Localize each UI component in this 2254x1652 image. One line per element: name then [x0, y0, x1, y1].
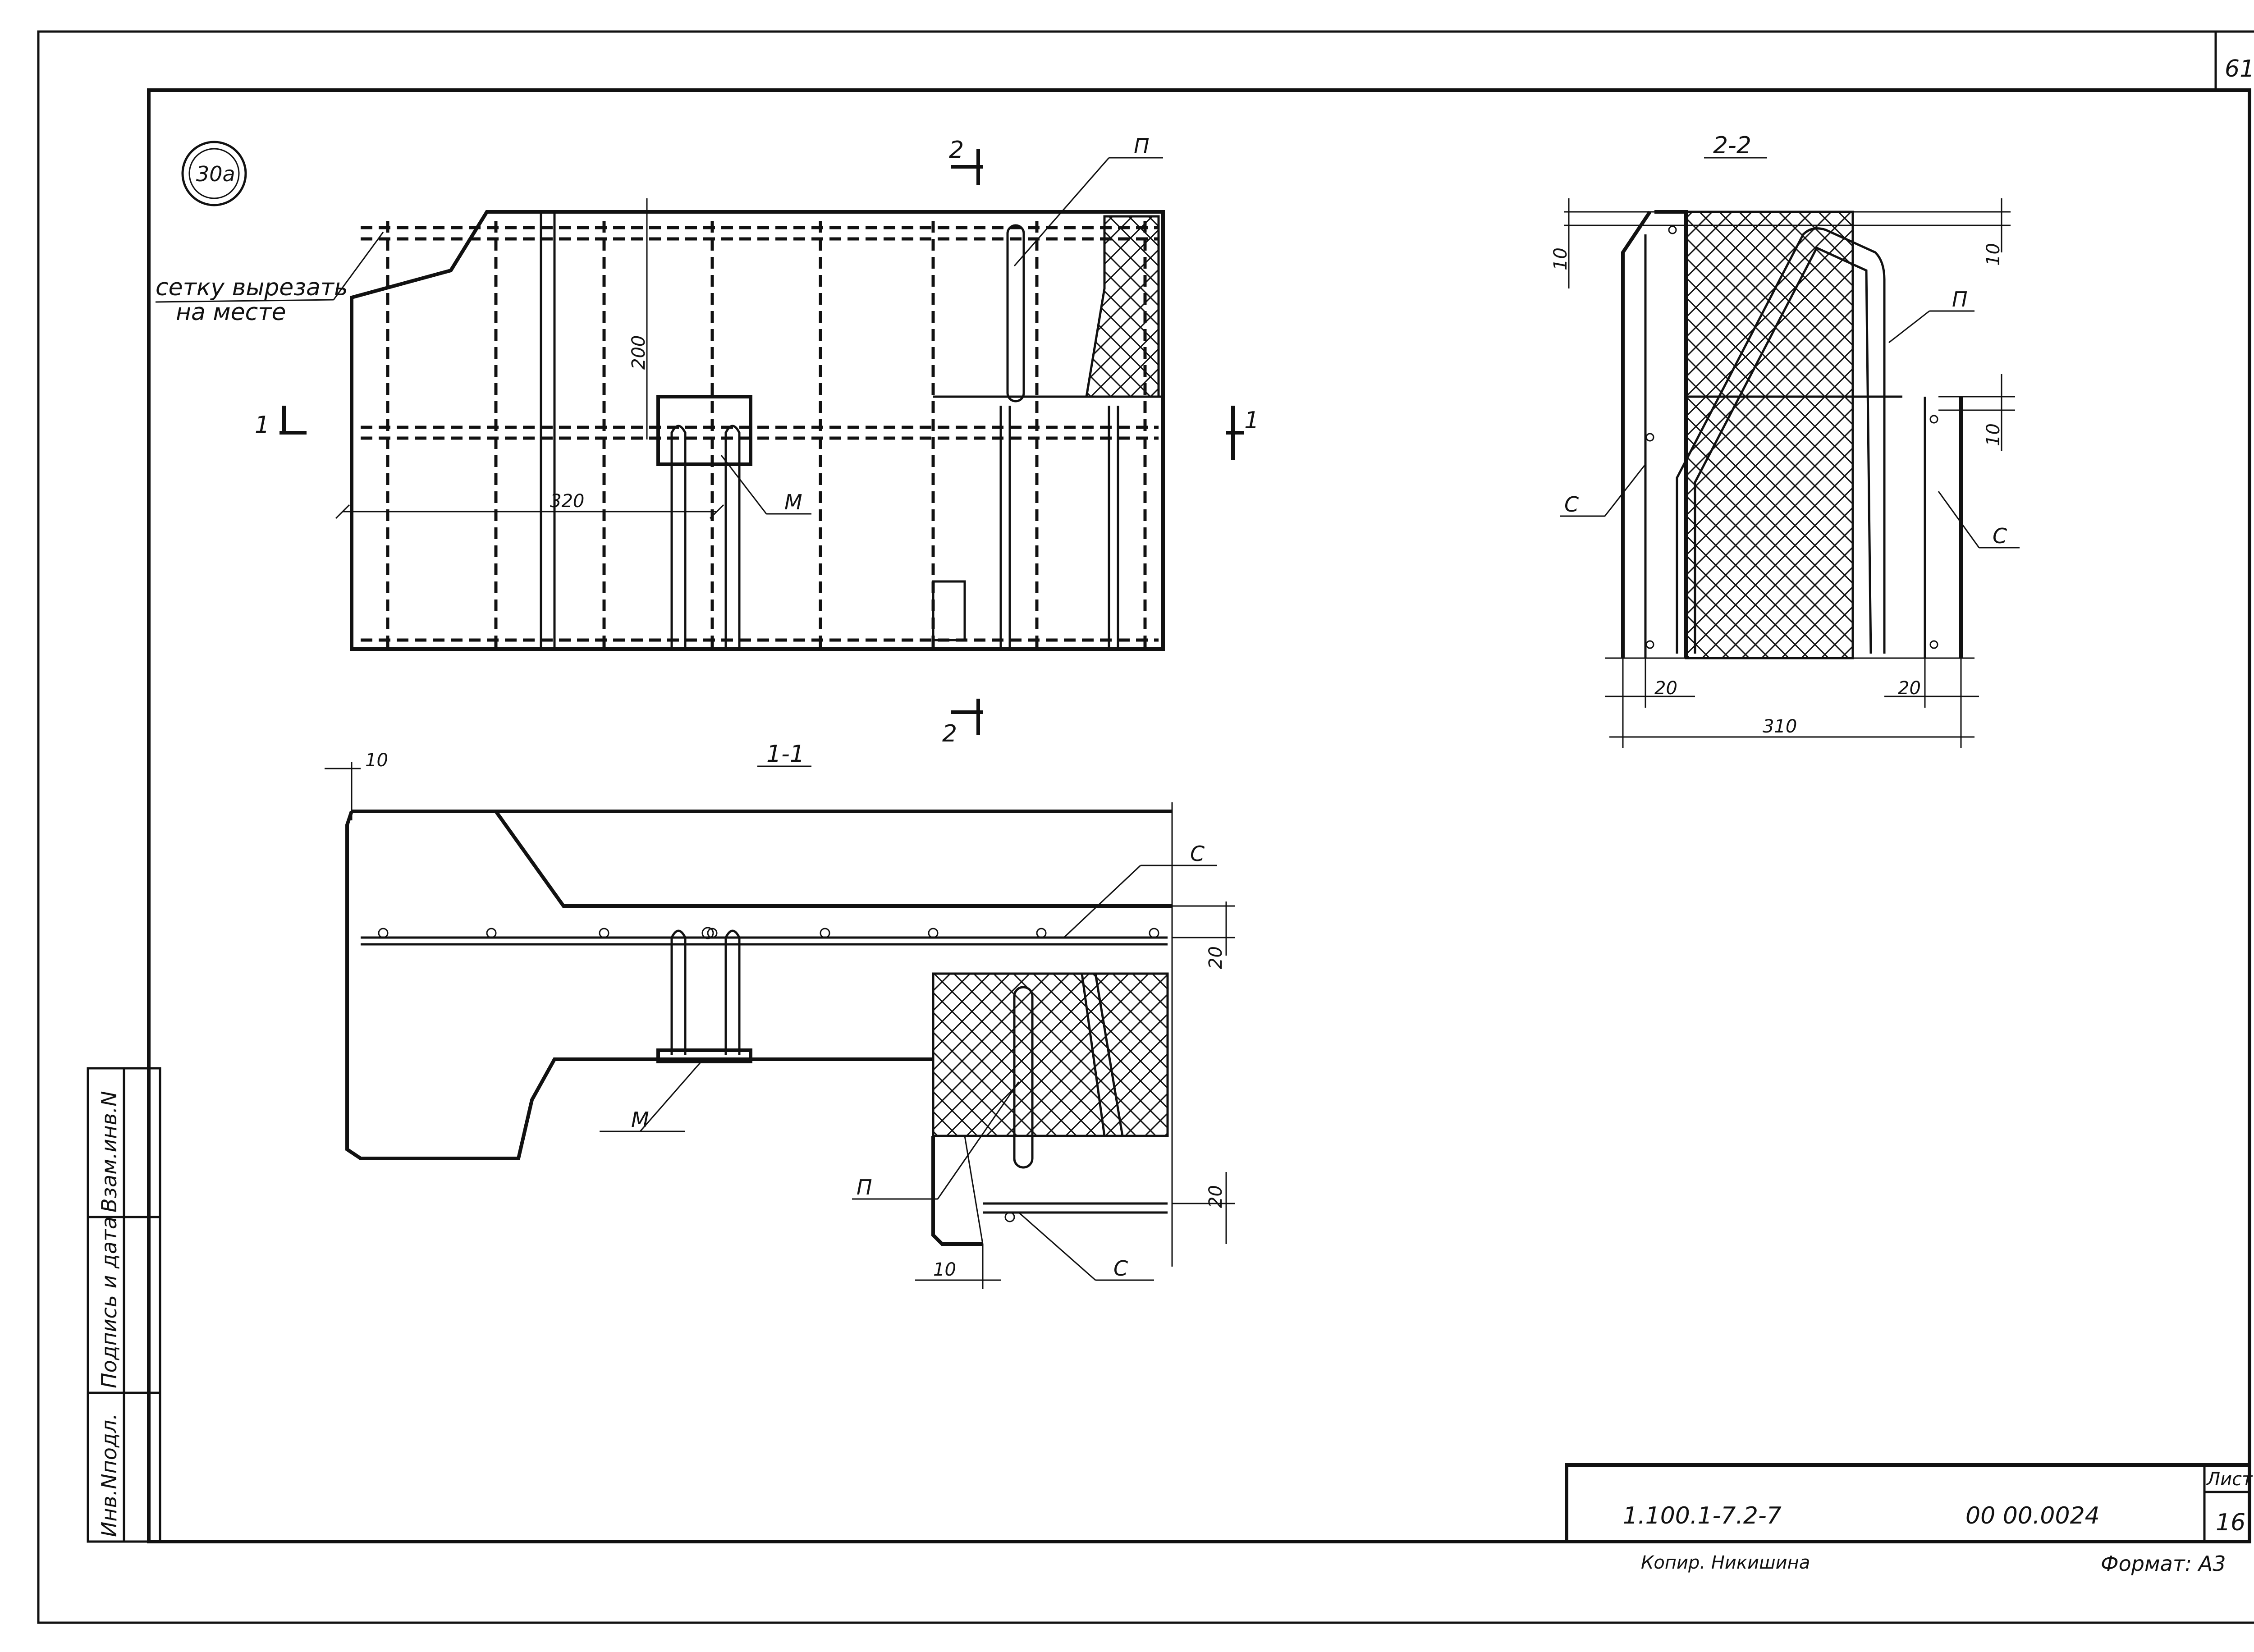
outer-frame: [37, 30, 2254, 1624]
copied-by: Копир. Никишина: [1641, 1552, 1810, 1573]
section-2-2-label-c-right: С: [1993, 524, 2007, 548]
section-2-2-label-c-left: С: [1564, 492, 1579, 517]
stamp-inv-num: Инв.Nподл.: [97, 1413, 121, 1537]
section-1-1-dim-top: 10: [365, 750, 388, 771]
note-line-2: на месте: [176, 299, 286, 326]
section-1-1-title: 1-1: [766, 741, 805, 768]
section-1-1-label-c-top: С: [1190, 842, 1205, 866]
section-2-2-dim-left-top: 10: [1550, 247, 1571, 270]
rebar-dots: [378, 928, 1159, 938]
sheet-label: Лист: [2206, 1469, 2253, 1490]
cut-mesh-note: сетку вырезать на месте: [155, 232, 384, 326]
section-1-1: 1-1: [325, 741, 1235, 1289]
section-1-1-label-c-bottom: С: [1113, 1256, 1128, 1281]
stamp-replacement-inv: Взам.инв.N: [97, 1091, 121, 1213]
section-2-2-label-p: П: [1952, 287, 1968, 311]
section-mark-1-left: 1: [255, 412, 270, 439]
position-mark: 30a: [181, 141, 247, 206]
note-line-1: сетку вырезать: [156, 274, 348, 301]
sheet-number: 16: [2216, 1509, 2245, 1536]
doc-code: 1.100.1-7.2-7: [1623, 1502, 1782, 1529]
section-2-2-dim-right-top: 10: [1983, 243, 2004, 266]
title-block: 1.100.1-7.2-7 00 00.0024 Лист 16 Копир. …: [1565, 1463, 2253, 1576]
section-mark-2-bottom: 2: [942, 720, 957, 747]
section-2-2-title: 2-2: [1713, 132, 1751, 159]
section-2-2-dim-total: 310: [1763, 716, 1797, 737]
section-mark-2-top: 2: [949, 137, 964, 164]
section-1-1-dim-low: 20: [1205, 1185, 1226, 1208]
side-stamp: Инв.Nподл. Подпись и дата Взам.инв.N: [87, 1067, 161, 1543]
section-1-1-label-m: М: [631, 1107, 649, 1132]
sheet-corner-label: 61: [2225, 55, 2254, 82]
section-1-1-dim-mid: 20: [1205, 946, 1226, 969]
svg-text:30a: 30a: [196, 162, 235, 186]
plan-dim-320: 320: [550, 491, 584, 512]
paper-format: Формат: А3: [2101, 1551, 2226, 1576]
stamp-signature-date: Подпись и дата: [97, 1217, 121, 1388]
plan-dim-200: 200: [628, 335, 649, 370]
section-2-2-dim-bottom-right: 20: [1898, 678, 1921, 699]
section-2-2-dim-right-mid: 10: [1983, 423, 2004, 446]
section-2-2: 2-2 10 10 10: [1550, 132, 2020, 748]
plan-view: 200 320 1 1 2 2 П М: [255, 134, 1259, 747]
plan-label-p: П: [1134, 134, 1150, 158]
section-1-1-dim-bottom: 10: [933, 1259, 956, 1280]
plan-label-m: М: [784, 490, 802, 514]
section-2-2-dim-bottom-left: 20: [1654, 678, 1677, 699]
section-mark-1-right: 1: [1244, 407, 1259, 434]
section-1-1-label-p: П: [857, 1175, 872, 1199]
doc-number: 00 00.0024: [1965, 1502, 2100, 1529]
